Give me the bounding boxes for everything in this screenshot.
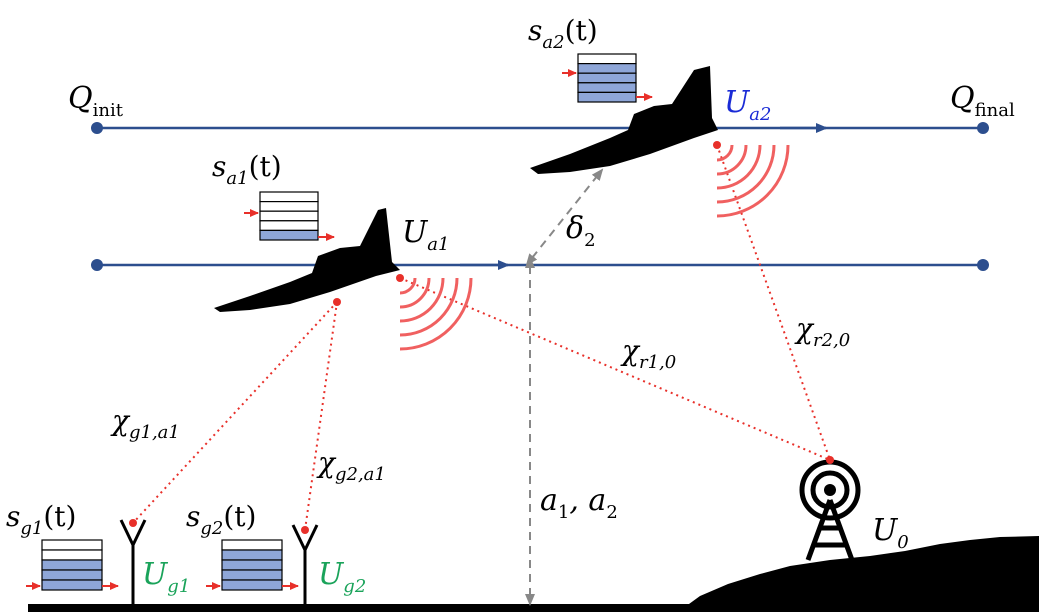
link-g1-a1 [132, 301, 338, 524]
queue-slot-empty [221, 539, 283, 551]
ground-line [28, 604, 708, 612]
queue-slot-empty [41, 539, 103, 551]
ground-user-g1-label: Ug1 [142, 557, 190, 597]
base-station-label: U0 [872, 513, 909, 553]
waypoint-initial-upper [91, 122, 103, 134]
radiation-waves-a1 [399, 277, 473, 351]
queue-slot-filled [221, 569, 283, 581]
antenna-point-base [826, 456, 834, 464]
queue-slot-filled [577, 82, 637, 94]
terrain [678, 536, 1039, 612]
link-label-g2-a1: χg2,a1 [316, 446, 386, 485]
queue-slot-filled [41, 569, 103, 581]
link-label-g1-a1: χg1,a1 [110, 404, 180, 443]
queue-label-g1: sg1(t) [6, 500, 76, 539]
altitude-label: a1, a2 [540, 483, 618, 523]
queue-slot-filled [221, 579, 283, 591]
link-r2-0 [716, 144, 831, 461]
waypoint-final-upper [977, 122, 989, 134]
queue-slot-filled [577, 91, 637, 103]
queues [26, 53, 653, 591]
waypoint-initial-lower [91, 259, 103, 271]
queue-g1 [26, 539, 119, 591]
ground-user-g2-label: Ug2 [318, 557, 366, 597]
queue-label-a1: sa1(t) [212, 150, 282, 189]
antenna-point-a1-front [396, 274, 404, 282]
link-label-r1-0: χr1,0 [620, 334, 676, 373]
queue-slot-filled [221, 549, 283, 561]
link-g2-a1 [304, 301, 338, 531]
queue-slot-empty [259, 191, 319, 203]
ground-antenna-g2 [291, 524, 319, 604]
queue-label-a2: sa2(t) [528, 14, 598, 53]
separation-label: δ2 [566, 211, 596, 251]
ground-antenna-g1 [119, 519, 147, 604]
radiation-waves-a2 [716, 144, 790, 218]
waypoint-final-label: Qfinal [950, 81, 1015, 121]
base-station-tower-icon [799, 459, 861, 561]
queue-label-g2: sg2(t) [186, 500, 256, 539]
queue-slot-empty [41, 549, 103, 561]
aerial-user-a1-label: Ua1 [402, 215, 449, 255]
queue-slot-empty [259, 210, 319, 222]
queue-slot-empty [259, 220, 319, 232]
queue-slot-filled [577, 72, 637, 84]
queue-slot-filled [41, 559, 103, 571]
link-label-r2-0: χr2,0 [794, 312, 850, 351]
queue-slot-filled [41, 579, 103, 591]
queue-slot-filled [221, 559, 283, 571]
waypoint-final-lower [977, 259, 989, 271]
queue-slot-empty [577, 53, 637, 65]
waypoint-initial-label: Qinit [68, 81, 124, 121]
aircraft-a2 [530, 66, 718, 174]
queue-a2 [562, 53, 653, 103]
queue-slot-empty [259, 201, 319, 212]
aerial-user-a2-label: Ua2 [724, 85, 771, 125]
queue-slot-filled [259, 229, 319, 241]
queue-slot-filled [577, 62, 637, 74]
queue-a1 [244, 191, 335, 241]
queue-g2 [206, 539, 299, 591]
separation-arrow [525, 168, 604, 266]
antenna-point-g1 [129, 519, 137, 527]
aircraft-a1 [214, 208, 400, 312]
antenna-point-g2 [301, 526, 309, 534]
antenna-point-a1-bottom [333, 298, 341, 306]
antenna-point-a2-front [713, 141, 721, 149]
